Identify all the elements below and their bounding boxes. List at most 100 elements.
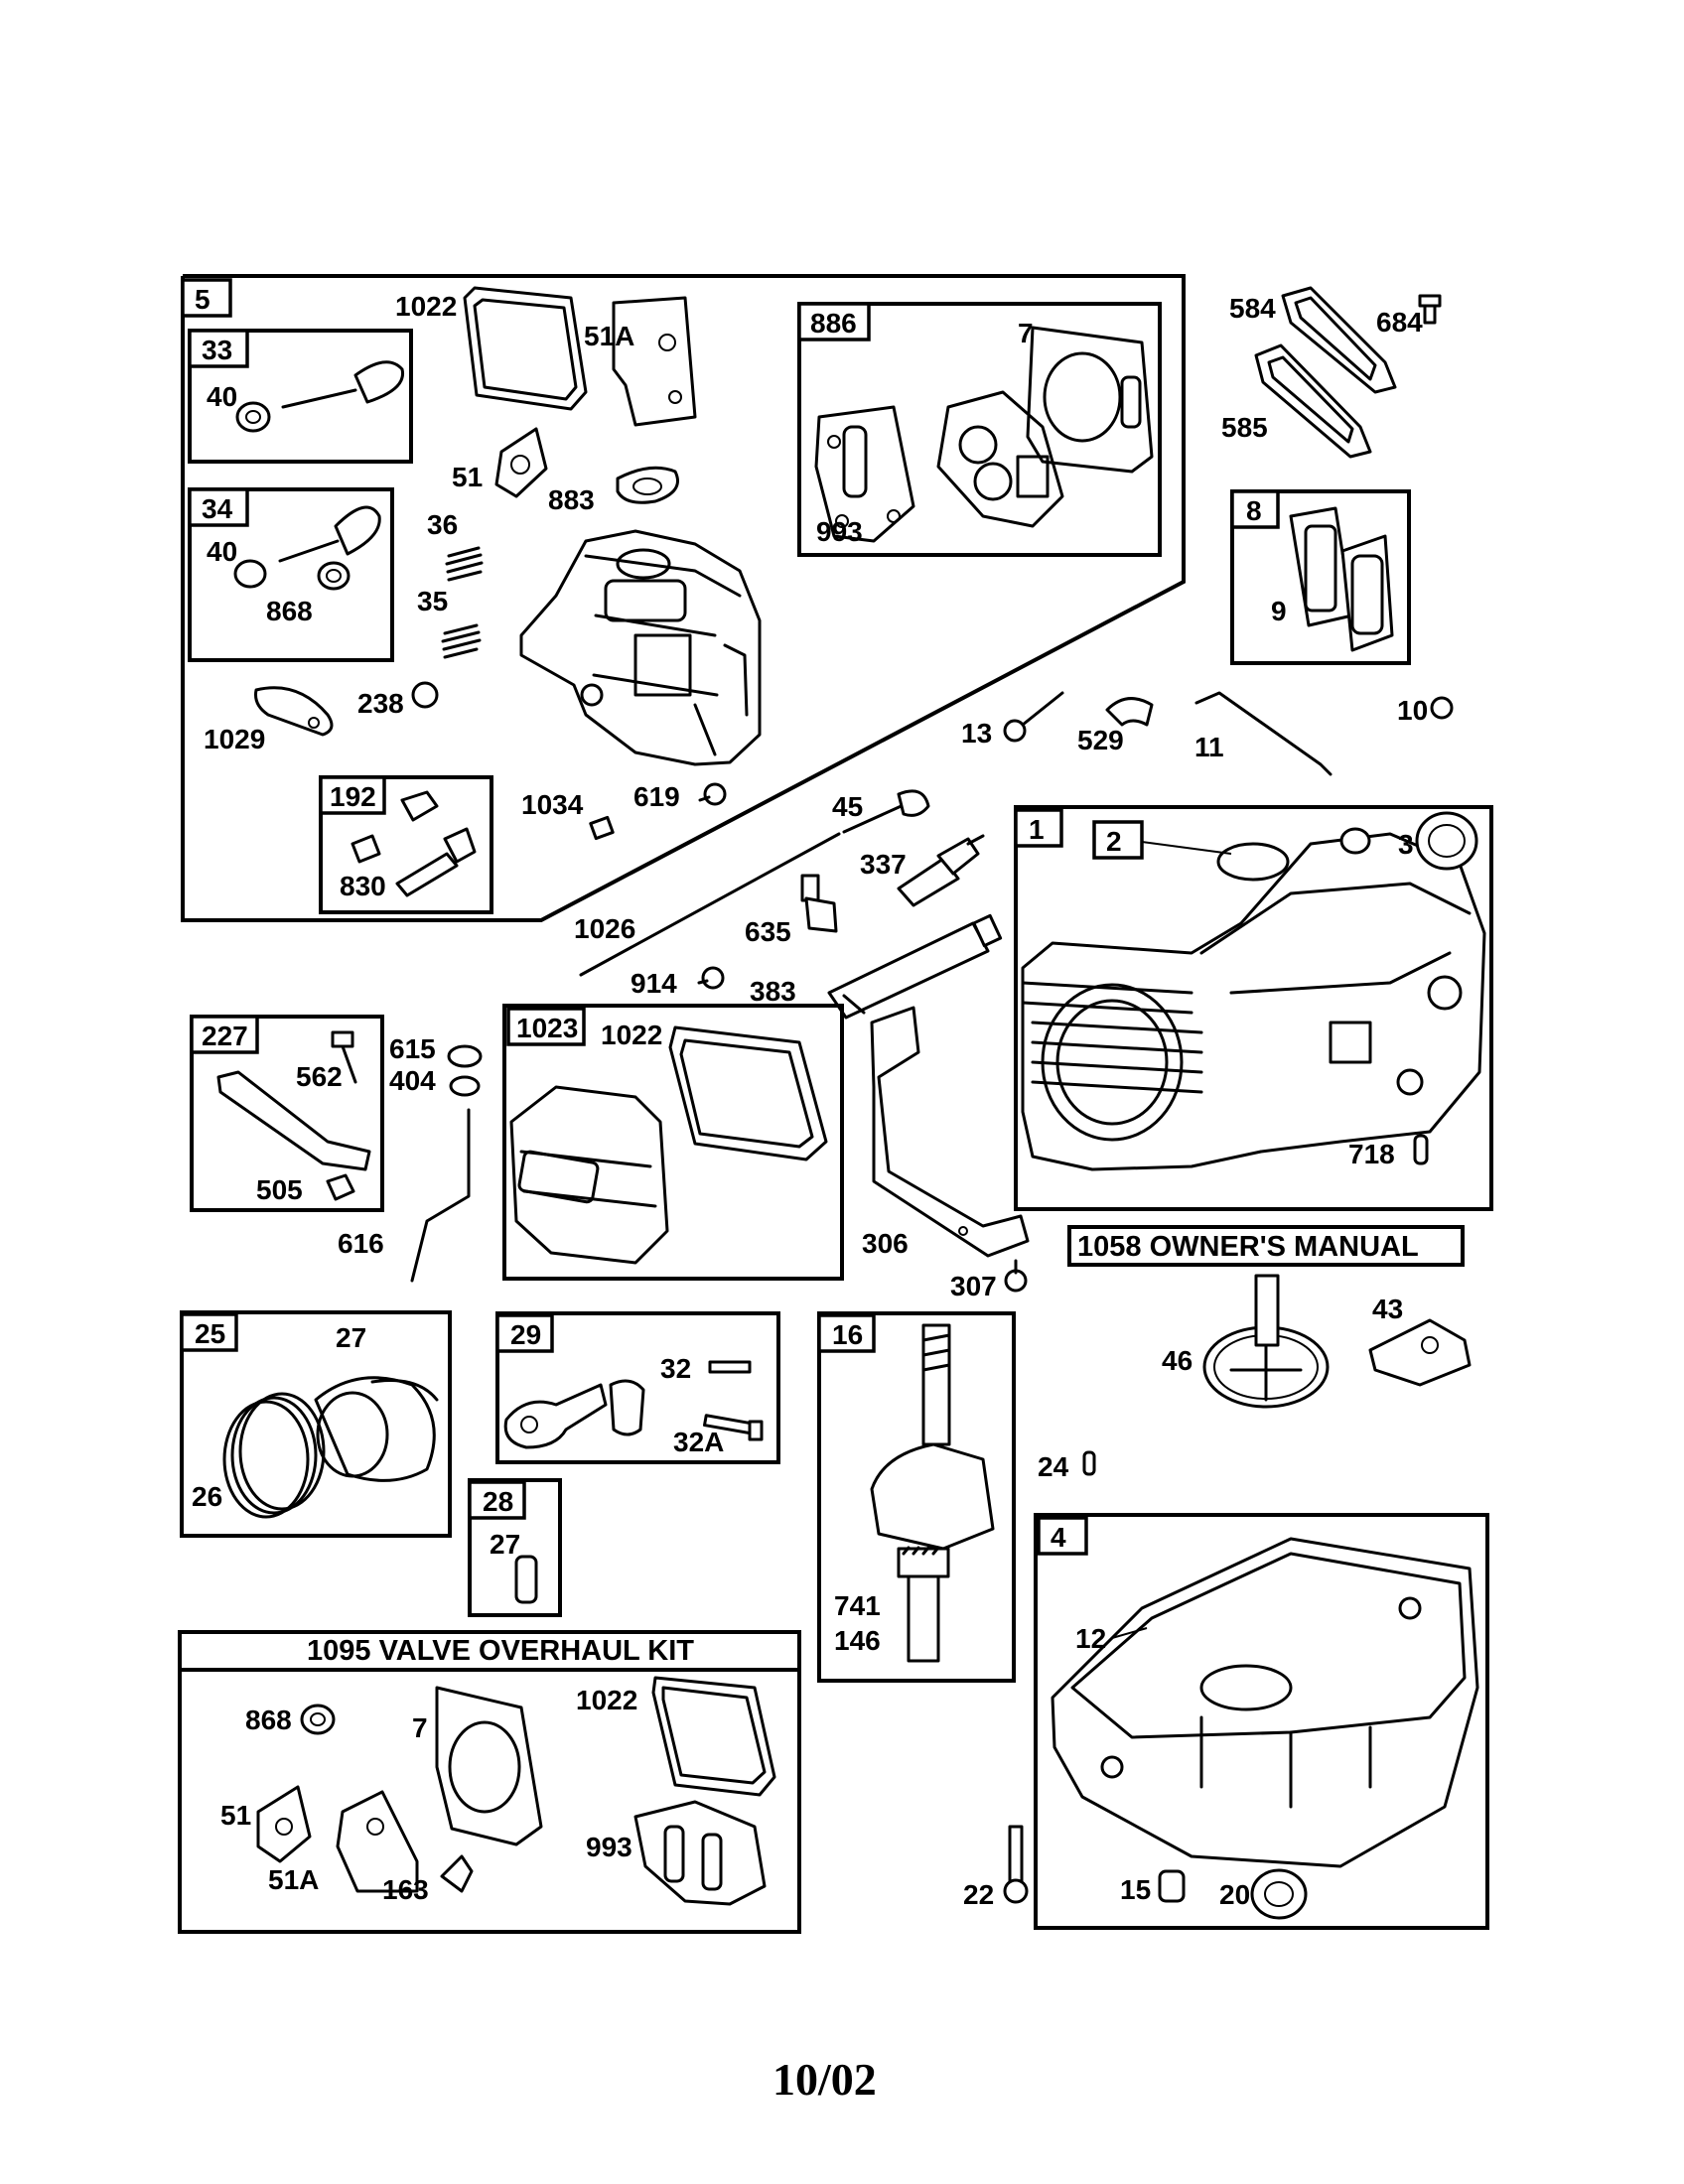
gasket-51-b-icon <box>256 1785 312 1863</box>
frame-16-label: 16 <box>832 1319 863 1350</box>
label-914: 914 <box>631 968 677 999</box>
screw-684-icon <box>1418 294 1442 325</box>
frame-192-label: 192 <box>330 781 376 812</box>
frame-16: 16 741 146 <box>817 1311 1016 1683</box>
label-238: 238 <box>357 688 404 719</box>
frame-192: 192 830 <box>319 775 493 914</box>
label-529: 529 <box>1077 725 1124 755</box>
label-163: 163 <box>382 1874 429 1905</box>
seal-868-icon <box>300 1704 336 1735</box>
label-10: 10 <box>1397 695 1428 726</box>
label-741: 741 <box>834 1590 881 1621</box>
label-1034: 1034 <box>521 789 584 820</box>
label-7: 7 <box>1018 318 1034 348</box>
screw-307-icon <box>1004 1259 1028 1293</box>
label-584: 584 <box>1229 293 1276 324</box>
label-993b: 993 <box>586 1832 632 1862</box>
label-20: 20 <box>1219 1879 1250 1910</box>
frame-34-label: 34 <box>202 493 233 524</box>
label-1022b: 1022 <box>601 1020 662 1050</box>
crankshaft-icon <box>870 1323 995 1663</box>
pin-718-icon <box>1413 1134 1429 1165</box>
label-9: 9 <box>1271 596 1287 626</box>
screw-619-icon <box>698 782 727 806</box>
label-1022: 1022 <box>395 291 457 322</box>
label-51: 51 <box>452 462 483 492</box>
frame-1: 1 2 3 718 <box>1014 805 1493 1211</box>
label-11: 11 <box>1194 732 1224 762</box>
frame-28-label: 28 <box>483 1486 513 1517</box>
label-22: 22 <box>963 1879 994 1910</box>
compression-release-icon <box>1368 1318 1472 1387</box>
pin-24-icon <box>1082 1450 1096 1476</box>
valve-overhaul-kit: 1095 VALVE OVERHAUL KIT 868 7 51 51A 163… <box>178 1630 801 1934</box>
frame-1023: 1023 1022 <box>502 1004 844 1281</box>
label-684: 684 <box>1376 307 1423 338</box>
rod-bolt-icon <box>703 1360 764 1441</box>
seal-3-icon <box>1415 811 1478 871</box>
piston-rings-icon <box>222 1392 326 1519</box>
label-40b: 40 <box>207 536 237 567</box>
gasket-51-icon <box>494 427 548 498</box>
label-505: 505 <box>256 1174 303 1205</box>
rocker-cover-gasket-b-icon <box>633 1800 767 1906</box>
frame-4: 4 12 15 20 <box>1034 1513 1489 1930</box>
ignition-coil-icon <box>827 913 1003 1020</box>
label-615: 615 <box>389 1033 436 1064</box>
bolt-22-icon <box>1003 1825 1029 1904</box>
rocker-cover-gasket-icon <box>814 405 915 543</box>
nut-615-icon <box>447 1044 483 1068</box>
frame-25-label: 25 <box>195 1318 225 1349</box>
breather-gasket-b-icon <box>336 1790 419 1893</box>
label-830: 830 <box>340 871 386 901</box>
label-306: 306 <box>862 1228 909 1259</box>
page-date: 10/02 <box>772 2054 877 2105</box>
governor-shaft-icon <box>410 1108 471 1283</box>
frame-1-label: 1 <box>1029 814 1045 845</box>
intake-valve-icon <box>233 505 381 591</box>
drain-plug-icon <box>1158 1869 1186 1903</box>
adjusting-stud-icon <box>351 790 477 897</box>
label-616: 616 <box>338 1228 384 1259</box>
label-337: 337 <box>860 849 907 880</box>
engine-block-icon <box>1021 827 1486 1171</box>
washer-404-icon <box>449 1075 481 1097</box>
gasket-163-icon <box>440 1854 474 1893</box>
label-27b: 27 <box>490 1529 520 1560</box>
breather-gasket-icon <box>612 296 697 427</box>
frame-28: 28 27 <box>468 1478 562 1617</box>
label-1022c: 1022 <box>576 1685 637 1715</box>
clip-529-icon <box>1105 697 1154 727</box>
label-868b: 868 <box>245 1705 292 1735</box>
label-146: 146 <box>834 1625 881 1656</box>
gasket-883-icon <box>616 466 679 504</box>
rocker-arm-icon <box>254 686 334 737</box>
label-1026: 1026 <box>574 913 635 944</box>
label-13: 13 <box>961 718 992 749</box>
label-883: 883 <box>548 484 595 515</box>
label-585: 585 <box>1221 412 1268 443</box>
frame-5: 5 <box>181 274 1186 922</box>
label-635: 635 <box>745 916 791 947</box>
piston-pin-icon <box>514 1555 538 1604</box>
label-718: 718 <box>1348 1139 1395 1169</box>
frame-34: 34 40 868 <box>188 487 394 662</box>
nut-10-icon <box>1430 696 1454 720</box>
cam-gear-icon <box>1202 1274 1330 1409</box>
ohv-valve-cover-icon <box>509 1085 669 1265</box>
frame-29-label: 29 <box>510 1319 541 1350</box>
breather-plate-icon <box>1340 534 1394 652</box>
label-383: 383 <box>750 976 796 1007</box>
cover-gasket-icon <box>668 1025 828 1161</box>
screw-914-icon <box>697 966 725 990</box>
owners-manual-label: 1058 OWNER'S MANUAL <box>1077 1231 1419 1263</box>
gasket-585-icon <box>1254 343 1372 459</box>
frame-29: 29 32 32A <box>495 1311 780 1464</box>
label-43: 43 <box>1372 1294 1403 1324</box>
cover-gasket-b-icon <box>651 1676 776 1797</box>
label-27: 27 <box>336 1322 366 1353</box>
frame-1023-label: 1023 <box>516 1013 578 1043</box>
label-619: 619 <box>633 781 680 812</box>
dipstick-11-icon <box>1194 691 1333 776</box>
push-rod-icon <box>579 832 841 977</box>
